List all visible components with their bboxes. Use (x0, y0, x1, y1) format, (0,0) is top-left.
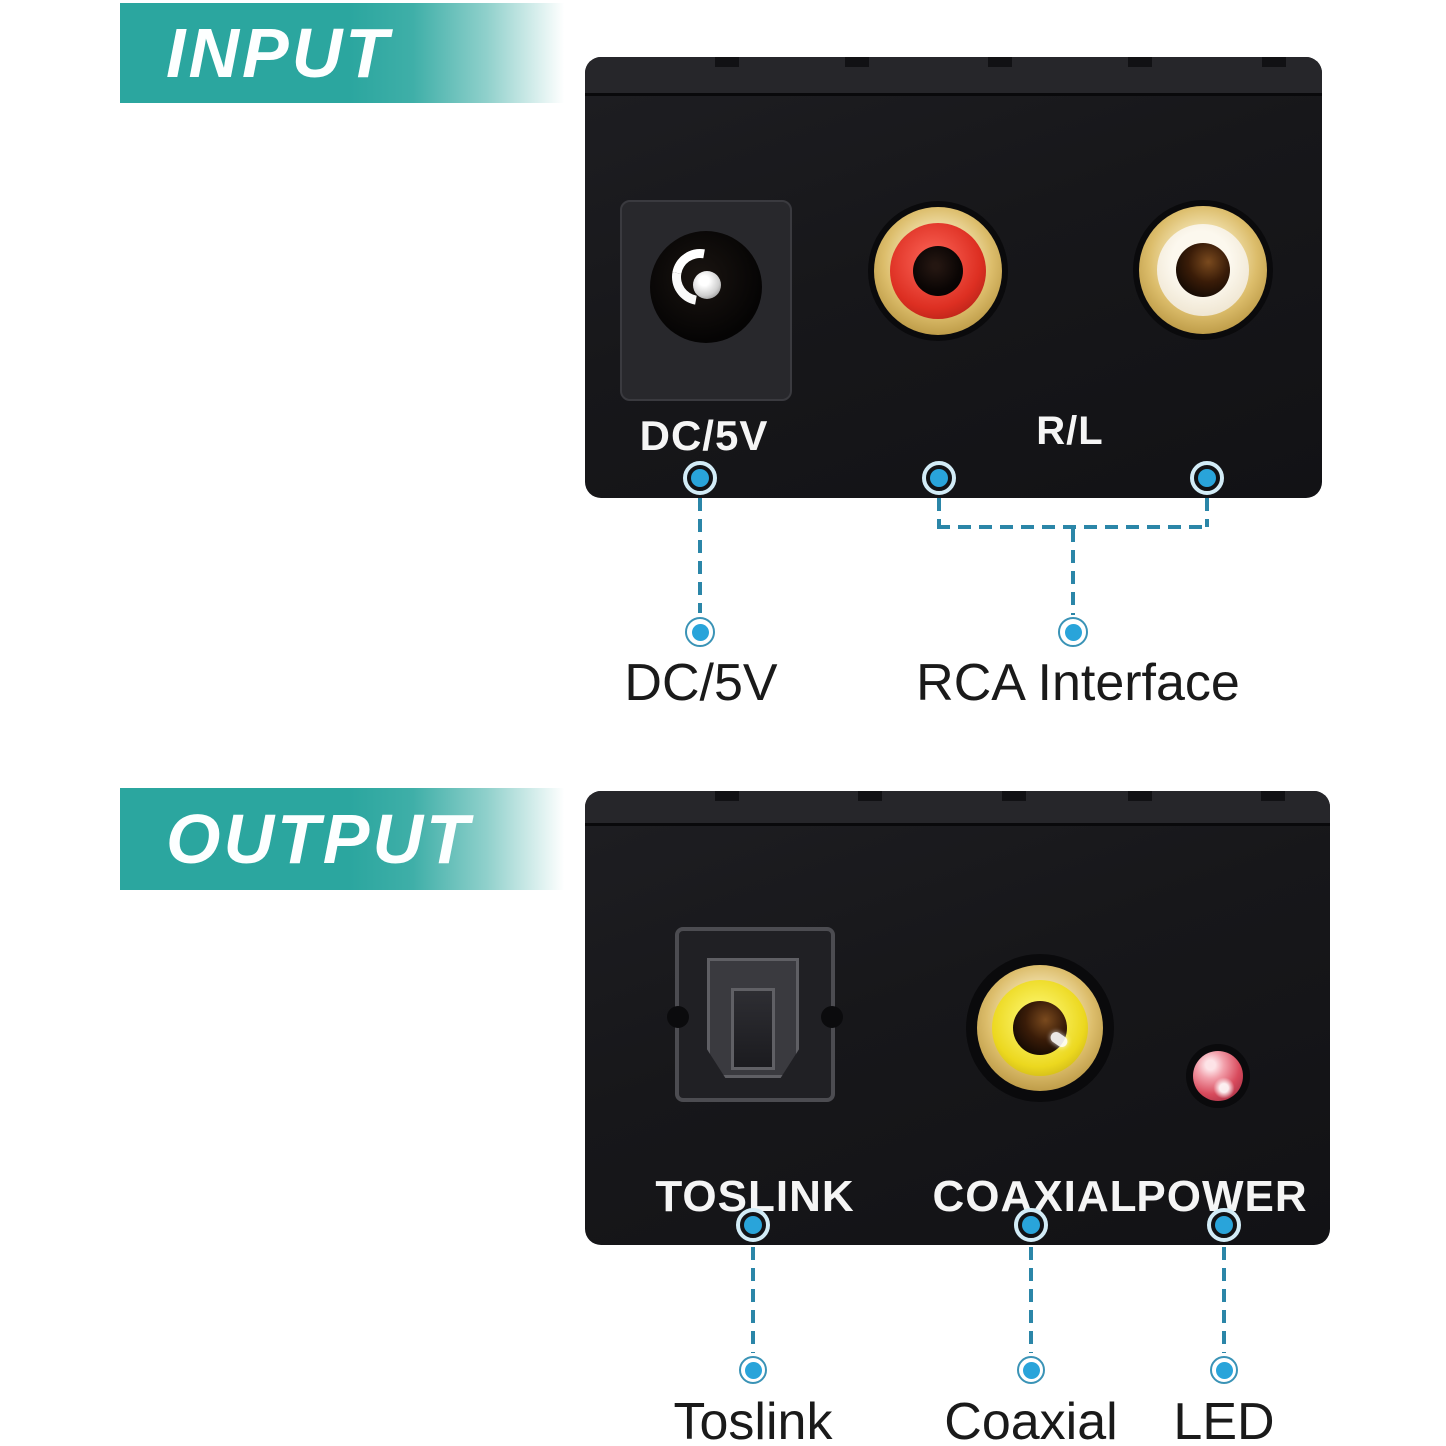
panel-seam (715, 791, 739, 801)
callout-line-rca-stem (1071, 529, 1075, 615)
panel-seam (1002, 791, 1026, 801)
callout-dot-dc (685, 617, 715, 647)
panel-label-dc5v: DC/5V (639, 412, 769, 459)
callout-dot-rca (1058, 617, 1088, 647)
callout-line-dc (698, 498, 702, 613)
panel-top-face (585, 57, 1322, 96)
callout-line-rca-r (937, 498, 941, 527)
dc-jack-port (620, 200, 792, 401)
callout-dot-toslink (739, 1356, 767, 1384)
panel-label-rl: R/L (1036, 409, 1104, 453)
panel-seam (1262, 57, 1286, 67)
output-banner: OUTPUT (120, 788, 578, 890)
callout-dot-coaxial (1017, 1356, 1045, 1384)
toslink-side-notch-left (667, 1006, 689, 1028)
dc-jack-hole (650, 231, 762, 343)
callout-label-dc5v: DC/5V (624, 654, 778, 712)
toslink-side-notch-right (821, 1006, 843, 1028)
panel-seam (858, 791, 882, 801)
marker-dot-rca-l (1190, 461, 1224, 495)
callout-line-led (1222, 1247, 1226, 1353)
panel-seam (1128, 57, 1152, 67)
callout-line-rca-bridge (937, 525, 1209, 529)
panel-seam (1261, 791, 1285, 801)
callout-line-rca-l (1205, 498, 1209, 527)
callout-dot-led (1210, 1356, 1238, 1384)
marker-dot-rca-r (922, 461, 956, 495)
coaxial-port (966, 954, 1114, 1102)
panel-seam (988, 57, 1012, 67)
dc-jack-pin (693, 271, 721, 299)
rca-red-hole (913, 246, 963, 296)
callout-line-toslink (751, 1247, 755, 1353)
callout-label-coaxial: Coaxial (944, 1393, 1118, 1446)
callout-label-toslink: Toslink (673, 1393, 833, 1446)
power-led-icon (1186, 1044, 1250, 1108)
panel-seam (1128, 791, 1152, 801)
callout-label-led: LED (1173, 1393, 1275, 1446)
marker-dot-dc (683, 461, 717, 495)
rca-white-hole (1176, 243, 1230, 297)
panel-seam (845, 57, 869, 67)
callout-label-rca-interface: RCA Interface (916, 654, 1240, 712)
toslink-inner-window (731, 988, 775, 1070)
power-led-dome (1193, 1051, 1243, 1101)
marker-dot-led (1207, 1208, 1241, 1242)
rca-red-port (868, 201, 1008, 341)
panel-top-face (585, 791, 1330, 826)
callout-line-coaxial (1029, 1247, 1033, 1353)
marker-dot-coaxial (1014, 1208, 1048, 1242)
coaxial-hole (1013, 1001, 1067, 1055)
rca-white-port (1133, 200, 1273, 340)
panel-seam (715, 57, 739, 67)
marker-dot-toslink (736, 1208, 770, 1242)
input-banner: INPUT (120, 3, 578, 103)
